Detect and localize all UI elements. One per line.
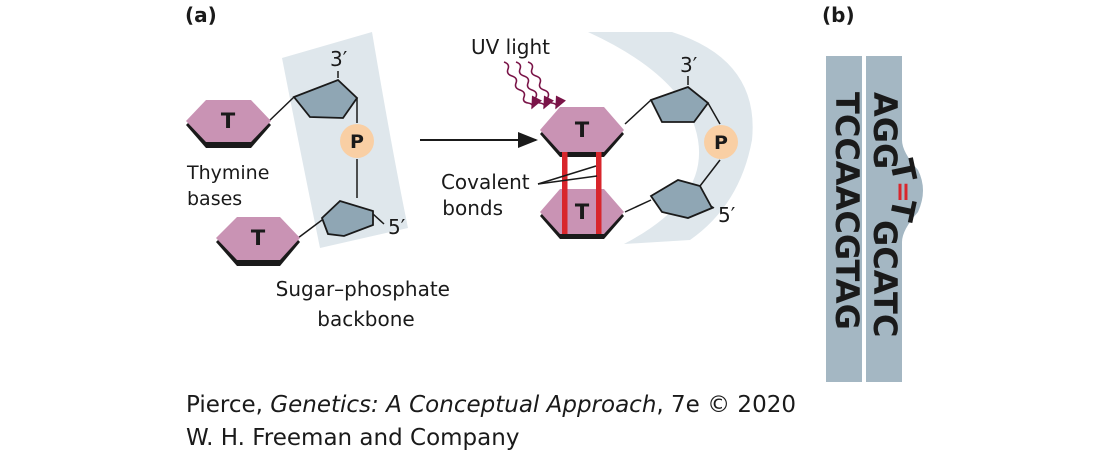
covalent-bonds-label: Covalent bonds [441,170,536,220]
sugar-top-left [292,78,359,119]
phosphate-left [340,124,374,158]
right-strand-before-dimer: AGG [866,92,904,169]
left-strand-sequence: TCCAACGTAG [828,92,866,330]
prime-5-right: 5′ [718,203,736,227]
caption-book-title: Genetics: A Conceptual Approach [270,392,657,418]
left-backbone-bonds [267,71,385,239]
base-letter: T [575,118,590,142]
thymine-base-top-right: T [540,107,624,157]
uv-light-label: UV light [471,35,550,59]
dimer-bond-mark: = [888,181,918,203]
covalent-bond-right [596,152,602,234]
thymine-base-bottom-left: T [216,217,300,266]
thymine-base-bottom-right: T [540,189,624,239]
strand-band-left [826,56,862,382]
phosphate-left-label: P [350,131,364,153]
thymine-bases-label: Thymine bases [186,162,275,210]
base-letter: T [251,226,266,250]
prime-3-right: 3′ [680,53,698,77]
sugar-bottom-left [320,199,374,237]
prime-3-left: 3′ [330,47,348,71]
covalent-bond-left [562,152,568,234]
caption-line-1: Pierce, Genetics: A Conceptual Approach,… [186,392,796,418]
right-strand-after-dimer: GCATC [866,220,904,337]
prime-5-left: 5′ [388,215,406,239]
covalent-leader-lines [537,165,598,185]
base-letter: T [575,200,590,224]
caption-edition: , 7e © 2020 [656,392,796,418]
thymine-base-top-left: T [186,100,271,148]
panel-a-label: (a) [185,3,217,27]
sugar-bottom-right [649,179,714,219]
sugar-top-right [649,85,710,123]
caption-author: Pierce, [186,392,271,418]
backbone-label: Sugar–phosphate backbone [276,277,457,331]
base-letter: T [221,109,236,133]
phosphate-right [704,125,738,159]
panel-b-label: (b) [822,3,855,27]
caption-line-2: W. H. Freeman and Company [186,425,520,451]
uv-light-rays [503,61,567,110]
backbone-band-right [588,32,753,244]
strand-band-right [866,56,923,382]
right-backbone-bonds [624,76,721,213]
phosphate-right-label: P [714,132,728,154]
